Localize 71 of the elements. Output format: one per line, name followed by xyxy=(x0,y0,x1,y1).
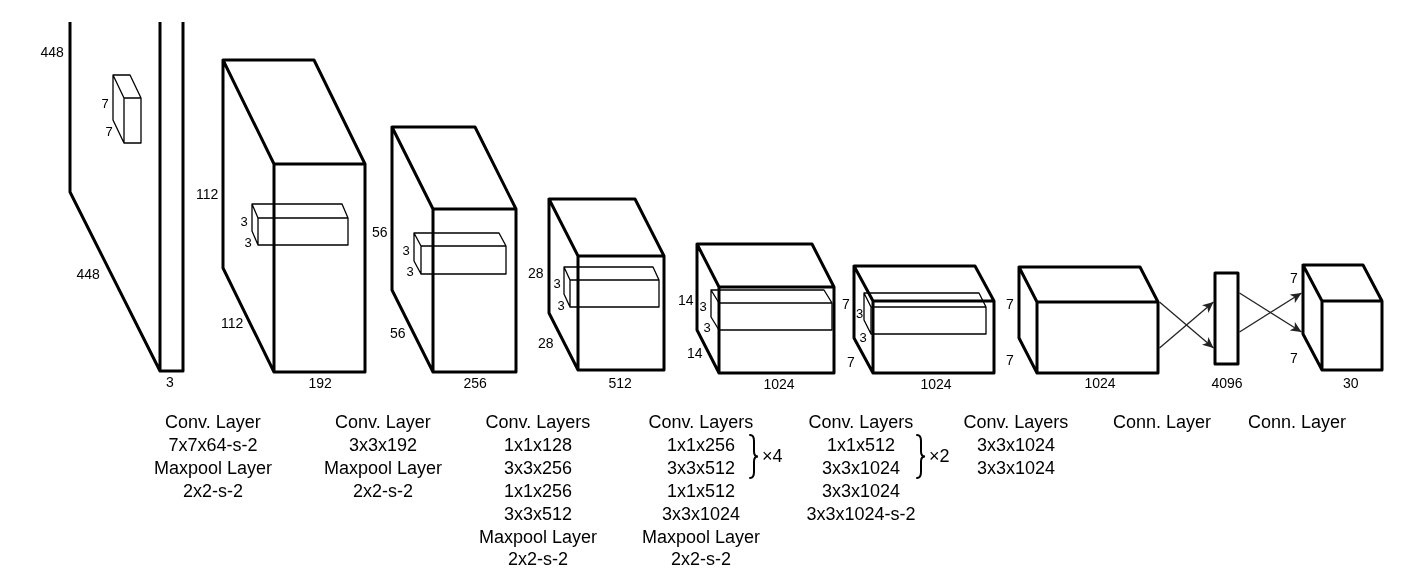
dimension-label: 7 xyxy=(842,297,850,311)
layer-label: 3x3x1024 xyxy=(977,434,1056,455)
dimension-label: 3 xyxy=(240,214,248,228)
dimension-label: 192 xyxy=(308,376,332,390)
dimension-label: 7 xyxy=(105,124,113,138)
layer-label: 3x3x512 xyxy=(504,503,573,524)
layer-label: Maxpool Layer xyxy=(154,457,273,478)
layer-label: Conv. Layers xyxy=(963,412,1069,432)
dimension-label: 3 xyxy=(406,264,414,278)
layer-label: Conn. Layer xyxy=(1113,412,1212,432)
dimension-label: 7 xyxy=(847,355,855,369)
layer-label: 3x3x256 xyxy=(504,457,573,478)
dimension-label: 56 xyxy=(390,326,406,340)
dimension-label: 3 xyxy=(244,235,252,249)
dimension-label: 28 xyxy=(528,266,544,280)
dimension-label: 3 xyxy=(703,320,711,334)
dimension-label: 3 xyxy=(553,276,561,290)
dimension-label: 112 xyxy=(196,187,219,201)
repeat-count: ×4 xyxy=(762,446,783,467)
dimension-label: 7 xyxy=(101,96,109,110)
layer-label: Conv. Layer xyxy=(165,412,261,432)
dimension-label: 512 xyxy=(608,376,632,390)
dimension-label: 1024 xyxy=(763,377,795,391)
repeat-count: ×2 xyxy=(929,446,950,467)
layer-label: 1x1x512 xyxy=(667,480,736,501)
dimension-label: 3 xyxy=(402,243,410,257)
layer-label: 7x7x64-s-2 xyxy=(168,434,258,455)
dimension-label: 7 xyxy=(1290,271,1298,285)
dimension-label: 256 xyxy=(463,376,487,390)
layer-label: Maxpool Layer xyxy=(479,526,598,547)
layer-label: 3x3x1024 xyxy=(662,503,741,524)
layer-label: 3x3x1024 xyxy=(822,480,901,501)
dimension-label: 30 xyxy=(1343,376,1359,390)
layer-label: 1x1x128 xyxy=(504,434,573,455)
layer-label: 3x3x1024 xyxy=(977,457,1056,478)
layer-label: Maxpool Layer xyxy=(324,457,443,478)
layer-label: 1x1x256 xyxy=(504,480,573,501)
layer-label: 3x3x192 xyxy=(349,434,418,455)
dimension-label: 112 xyxy=(221,316,244,330)
dimension-label: 448 xyxy=(40,45,64,59)
layer-label: 3x3x512 xyxy=(667,457,736,478)
layer-label: 1x1x256 xyxy=(667,434,736,455)
layer-label: 2x2-s-2 xyxy=(183,480,244,501)
layer-label: 3x3x1024 xyxy=(822,457,901,478)
layer-label: Conv. Layers xyxy=(485,412,591,432)
dimension-label: 4096 xyxy=(1211,376,1243,390)
layer-label: 2x2-s-2 xyxy=(671,549,732,570)
dimension-label: 1024 xyxy=(1084,376,1116,390)
dimension-label: 3 xyxy=(557,298,565,312)
layer-label: Maxpool Layer xyxy=(642,526,761,547)
layer-label: 3x3x1024-s-2 xyxy=(806,503,916,524)
layer-label: 1x1x512 xyxy=(827,434,896,455)
dimension-label: 14 xyxy=(678,293,694,307)
dimension-label: 7 xyxy=(1290,351,1298,365)
dimension-label: 56 xyxy=(372,225,388,239)
dimension-label: 3 xyxy=(859,330,867,344)
dimension-label: 3 xyxy=(166,375,174,389)
layer-label: 2x2-s-2 xyxy=(353,480,414,501)
dimension-label: 3 xyxy=(699,299,707,313)
dimension-label: 7 xyxy=(1006,297,1014,311)
layer-label: Conv. Layers xyxy=(808,412,914,432)
dimension-label: 7 xyxy=(1006,353,1014,367)
layer-label: Conn. Layer xyxy=(1248,412,1347,432)
dimension-label: 28 xyxy=(538,336,554,350)
layer-label: Conv. Layers xyxy=(648,412,754,432)
dimension-label: 448 xyxy=(76,267,100,281)
dimension-label: 14 xyxy=(687,346,703,360)
layer-label: 2x2-s-2 xyxy=(508,549,569,570)
dimension-label: 3 xyxy=(856,306,864,320)
dimension-label: 1024 xyxy=(920,377,952,391)
layer-label: Conv. Layer xyxy=(335,412,431,432)
